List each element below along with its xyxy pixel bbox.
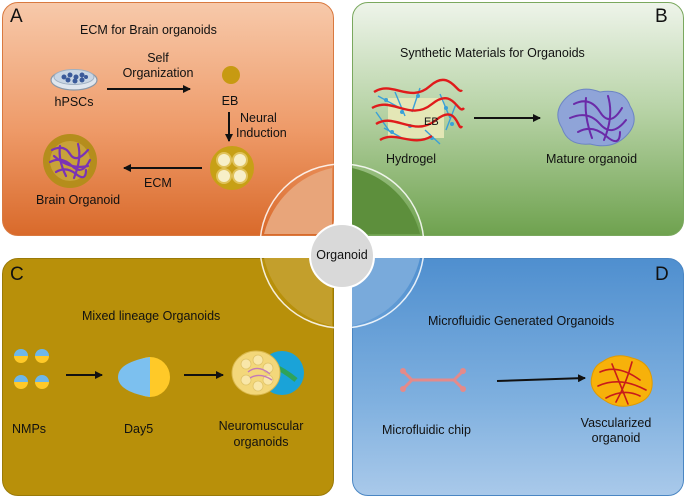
panel-c-letter: C: [10, 264, 24, 285]
panel-d-start: Microfluidic chip: [382, 423, 471, 437]
mature-organoid-icon: [557, 88, 635, 147]
panel-a-step3: ECM: [144, 176, 172, 190]
vascularized-organoid-icon: [590, 355, 653, 407]
panel-a-step1-line2: Organization: [122, 66, 194, 80]
hydrogel-icon: [371, 78, 465, 145]
panel-a-result: Brain Organoid: [36, 193, 121, 207]
center-label: Organoid: [316, 248, 368, 262]
nmp-cells-icon: [14, 349, 49, 389]
panel-a: [2, 2, 334, 236]
panel-a-letter: A: [10, 6, 23, 27]
neural-rosette-icon: [210, 146, 254, 190]
panel-a-step2-line1: Neural: [240, 111, 277, 125]
panel-c-title: Mixed lineage Organoids: [82, 309, 221, 323]
panel-a-start: hPSCs: [54, 95, 94, 109]
panel-b-eb: EB: [424, 116, 439, 128]
panel-b-title: Synthetic Materials for Organoids: [400, 46, 585, 60]
microfluidic-chip-icon: [400, 368, 466, 392]
panel-d-result-line1: Vascularized: [580, 416, 652, 430]
panel-a-eb: EB: [221, 94, 239, 108]
brain-organoid-icon: [43, 134, 97, 188]
panel-c-result-line2: organoids: [233, 435, 289, 449]
panel-b-result: Mature organoid: [546, 152, 638, 166]
panel-c-start: NMPs: [12, 422, 47, 436]
panel-d-result-line2: organoid: [591, 431, 641, 445]
panel-b-start: Hydrogel: [386, 152, 437, 166]
panel-d-letter: D: [655, 264, 669, 285]
panel-a-step2-line2: Induction: [236, 126, 287, 140]
panel-c-middle: Day5: [124, 422, 154, 436]
petri-dish-icon: [50, 69, 98, 91]
day5-aggregate-icon: [118, 357, 170, 397]
panel-a-title: ECM for Brain organoids: [80, 23, 217, 37]
panel-b-letter: B: [655, 6, 668, 27]
center-ring: [259, 163, 425, 329]
neuromuscular-organoid-icon: [231, 350, 304, 396]
eb-dot-icon: [222, 66, 240, 84]
panel-c-result-line1: Neuromuscular: [218, 419, 304, 433]
arrow-d1: [496, 374, 586, 383]
panel-a-step1-line1: Self: [147, 51, 169, 65]
panel-d-title: Microfluidic Generated Organoids: [428, 314, 615, 328]
